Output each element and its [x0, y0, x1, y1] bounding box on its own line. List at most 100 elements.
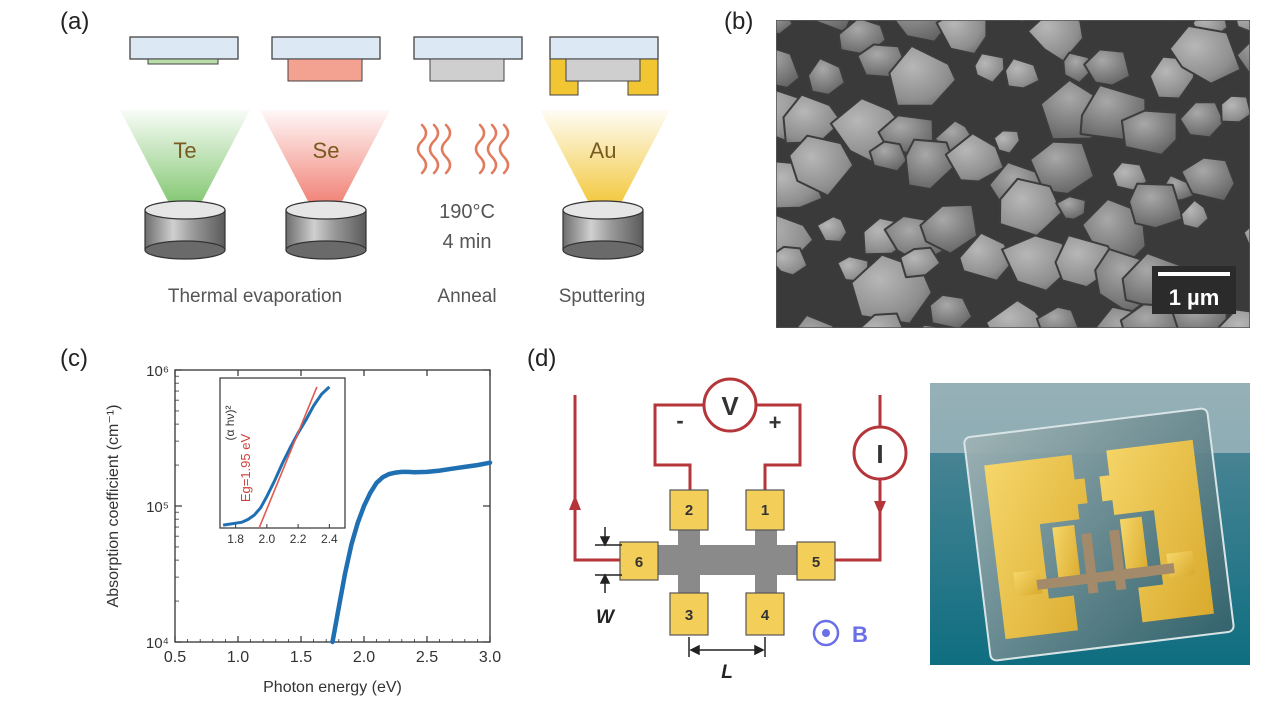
sem-grains [776, 20, 1250, 328]
width-label: W [596, 607, 616, 628]
x-tick-label: 1.0 [227, 649, 249, 666]
anneal-temperature: 190°C [439, 201, 495, 223]
substrate-au [549, 36, 659, 96]
au-vapor-cone [540, 110, 670, 205]
sem-grain [893, 20, 950, 43]
sem-grain [1235, 40, 1250, 77]
inset-frame [219, 377, 346, 529]
sem-grain [1242, 225, 1250, 247]
sem-grain [899, 246, 942, 279]
y-axis-label: Absorption coefficient (cm⁻¹) [105, 405, 122, 608]
substrate-anneal [413, 36, 523, 82]
inset-y-axis-label: (α hν)² [223, 406, 237, 441]
sem-grain [1178, 101, 1226, 139]
device-channel [1036, 563, 1175, 590]
sem-grain [1083, 48, 1131, 87]
x-axis-label: Photon energy (eV) [263, 679, 402, 696]
plus-sign: + [769, 410, 782, 435]
inset-x-tick-label: 2.2 [290, 532, 307, 546]
device-photo [930, 383, 1250, 665]
x-tick-label: 2.0 [353, 649, 375, 666]
sem-grain [795, 313, 836, 328]
sem-grain [776, 245, 809, 277]
sem-grain [788, 134, 855, 197]
sem-grain [919, 203, 979, 255]
anneal-time: 4 min [443, 231, 492, 253]
device-channel-arm-2 [1109, 529, 1127, 591]
au-label: Au [590, 138, 617, 163]
minus-sign: - [676, 408, 683, 433]
pad-6 [619, 541, 659, 581]
pad-1 [745, 489, 785, 531]
se-vapor-cone [260, 110, 390, 205]
inset-x-tick-label: 2.0 [259, 532, 276, 546]
inset-fit-line [258, 386, 318, 529]
pad-3-label: 3 [685, 607, 693, 624]
inset-x-tick-label: 2.4 [321, 532, 338, 546]
length-label: L [721, 662, 733, 683]
sem-grain [888, 44, 957, 107]
inset-curve [222, 385, 331, 527]
panel-a-label: (a) [60, 8, 90, 35]
field-dot-icon [822, 629, 830, 637]
voltmeter-label: V [721, 391, 739, 421]
scale-bar-label: 1 µm [1169, 285, 1220, 310]
sem-grain [992, 129, 1021, 155]
sem-grain [1180, 156, 1236, 203]
pad-4-label: 4 [761, 607, 770, 624]
pad-6-label: 6 [635, 554, 643, 571]
sem-grain [1055, 195, 1087, 221]
contact-pads [619, 489, 836, 636]
voltmeter-icon [702, 377, 758, 433]
ammeter-label: I [876, 439, 883, 469]
bandgap-annotation: Eg=1.95 eV [238, 434, 253, 503]
sem-grain [807, 57, 846, 96]
se-label: Se [313, 138, 340, 163]
inset-x-tick-label: 1.8 [227, 532, 244, 546]
au-target [562, 200, 644, 260]
sem-micrograph: 1 µm [776, 20, 1250, 328]
sem-grain [1062, 51, 1096, 84]
sem-grain [1234, 20, 1250, 33]
sem-grain [1220, 94, 1250, 124]
gold-electrodes [984, 439, 1214, 640]
panel-c-label: (c) [60, 345, 88, 372]
se-crucible [285, 200, 367, 260]
sem-grain [1180, 198, 1210, 230]
field-label: B [852, 622, 868, 647]
heat-waves-icon [416, 123, 510, 175]
absorption-curve [330, 460, 493, 645]
pad-5-label: 5 [812, 554, 820, 571]
sem-grain [1001, 234, 1075, 292]
sem-grain [958, 231, 1013, 282]
inset-plot: 1.8 2.0 2.2 2.4 (α hν)² Eg=1.95 eV [219, 377, 346, 546]
hall-bar-channel [655, 525, 800, 595]
x-tick-label: 1.5 [290, 649, 312, 666]
magnetic-field-icon [812, 619, 840, 647]
caption-thermal-evaporation: Thermal evaporation [168, 286, 342, 307]
substrate-te [129, 36, 239, 65]
x-tick-label: 0.5 [164, 649, 186, 666]
caption-anneal: Anneal [437, 286, 496, 307]
te-vapor-cone [120, 110, 250, 205]
sem-grain [984, 299, 1050, 328]
sem-grain [944, 132, 1005, 183]
panel-d-label: (d) [527, 345, 557, 372]
sem-grain [858, 312, 904, 328]
te-label: Te [173, 138, 196, 163]
scale-bar: 1 µm [1152, 266, 1236, 314]
y-tick-label: 10⁶ [146, 363, 169, 380]
caption-sputtering: Sputtering [559, 286, 646, 307]
sem-grain [1035, 305, 1080, 328]
te-crucible [144, 200, 226, 260]
pad-5 [796, 541, 836, 581]
y-tick-label: 10⁵ [146, 499, 169, 516]
panel-a-schematic: Te Se Au 190°C 4 min Thermal evaporation… [120, 36, 670, 307]
pad-2 [669, 489, 709, 531]
x-tick-label: 2.5 [416, 649, 438, 666]
ammeter-icon [852, 425, 908, 481]
panel-b-label: (b) [724, 8, 754, 35]
